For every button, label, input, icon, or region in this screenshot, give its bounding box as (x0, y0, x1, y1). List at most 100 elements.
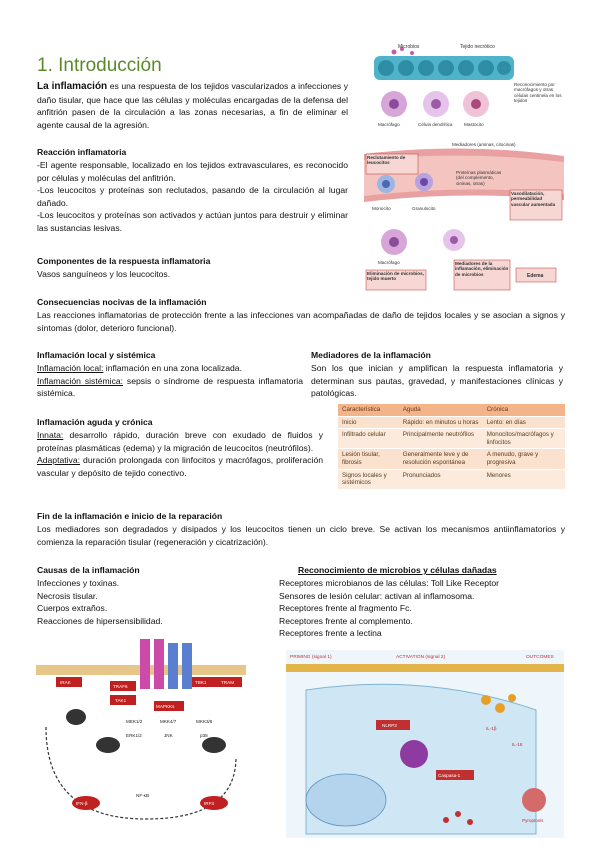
list-item: Receptores microbianos de las células: T… (279, 578, 500, 588)
consecuencias-text: Las reacciones inflamatorias de protecci… (37, 310, 565, 333)
fig-label: Macrófago (378, 122, 400, 127)
list-item: Infecciones y toxinas. (37, 578, 120, 588)
reaccion-line-1: -El agente responsable, localizado en lo… (37, 160, 348, 183)
table-cell: Menores (482, 468, 565, 489)
fig-label: Mediadores (aminas, citocinas) (452, 142, 516, 147)
fig-label: Tejido necrótico (460, 44, 495, 50)
intro-text: es una respuesta de los tejidos vascular… (37, 81, 348, 130)
fig-label: IFN-β (76, 801, 88, 806)
fig-label: MAPKKs (156, 704, 175, 709)
local-label-2: Inflamación sistémica: (37, 375, 124, 386)
table-cell: Inicio (338, 415, 399, 429)
fig-label: Edema (527, 273, 544, 279)
fig-label: Macrófago (378, 260, 400, 265)
fig-label: Microbios (398, 44, 420, 50)
componentes-heading: Componentes de la respuesta inflamatoria (37, 256, 211, 266)
causas-list: Infecciones y toxinas. Necrosis tisular.… (37, 577, 163, 627)
table-cell: Pronunciados (398, 468, 483, 489)
intro-paragraph: La inflamación es una respuesta de los t… (37, 80, 348, 131)
reaccion-body: -El agente responsable, localizado en lo… (37, 159, 348, 235)
table-header: Aguda (398, 404, 483, 417)
comparison-table: Característica Aguda Crónica Inicio Rápi… (338, 404, 565, 489)
aguda-label-1: Innata: (37, 430, 64, 440)
fig-label: TRAF6 (113, 684, 128, 689)
fin-heading: Fin de la inflamación e inicio de la rep… (37, 511, 223, 521)
table-cell: Lento: en días (482, 415, 565, 429)
fig-label: JNK (164, 733, 174, 738)
reconocimiento-list: Receptores microbianos de las células: T… (279, 577, 499, 640)
reaccion-heading: Reacción inflamatoria (37, 147, 127, 157)
fig-label: NF-κB (136, 793, 149, 798)
fig-label: IRF3 (204, 801, 214, 806)
inflammation-overview-svg: Microbios Tejido necrótico Macrófago Cél… (364, 44, 564, 291)
reconocimiento-heading: Reconocimiento de microbios y células da… (298, 565, 497, 575)
aguda-text-1: desarrollo rápido, duración breve con ex… (37, 430, 323, 453)
fig-label: IL-18 (512, 742, 523, 747)
inflammation-overview-figure: Microbios Tejido necrótico Macrófago Cél… (364, 42, 564, 292)
aguda-label-2: Adaptativa: (37, 455, 80, 466)
fig-label: ACTIVATION (signal 2) (396, 654, 446, 660)
fig-label: Vasodilatación, permeabilidad vascular a… (511, 191, 556, 207)
list-item: Receptores frente al fragmento Fc. (279, 603, 412, 614)
table-row: Lesión tisular, fibrosis Generalmente le… (338, 448, 565, 470)
componentes-text: Vasos sanguíneos y los leucocitos. (37, 269, 171, 279)
table-header: Crónica (482, 404, 565, 417)
local-text-2: sepsis o síndrome de respuesta inflamato… (37, 375, 303, 399)
tlr-signaling-figure: IRAK TRAF6 TAK1 MAPKKs TBK1 TRAM MEK1/2 … (36, 637, 246, 829)
local-label-1: Inflamación local: (37, 363, 104, 373)
fig-label: IRAK (60, 680, 72, 685)
fig-label: TBK1 (195, 680, 207, 685)
fig-label: Monocito (372, 206, 391, 211)
intro-bold: La inflamación (37, 81, 108, 92)
table-row: Inicio Rápido: en minutos u horas Lento:… (338, 415, 565, 429)
fig-label: Granulocito (412, 206, 436, 211)
list-item: Necrosis tisular. (37, 590, 98, 601)
local-text-1: inflamación en una zona localizada. (103, 363, 242, 373)
fig-label: Célula dendrítica (418, 122, 453, 127)
table-cell: Signos locales y sistémicos (338, 468, 399, 489)
list-item: Receptores frente a lectina (279, 628, 382, 639)
fig-label: MKK4/7 (160, 719, 177, 724)
fig-label: Mastocito (464, 122, 484, 127)
fig-label: MEK1/2 (126, 719, 143, 724)
fig-label: p38 (200, 733, 208, 738)
table-cell: Monocitos/macrófagos y linfocitos (482, 428, 565, 449)
fig-label: Pyroptosis (522, 818, 544, 823)
aguda-heading: Inflamación aguda y crónica (37, 417, 153, 427)
fin-text: Los mediadores son degradados y disipado… (37, 524, 565, 547)
table-header: Característica (338, 404, 399, 417)
table-row: Infiltrado celular Principalmente neutró… (338, 428, 565, 449)
table-cell: Generalmente leve y de resolución espont… (398, 448, 483, 470)
table-cell: Infiltrado celular (338, 428, 399, 449)
fig-label: Reconocimiento por macrófagos y otras cé… (514, 82, 562, 104)
list-item: Reacciones de hipersensibilidad. (37, 615, 163, 626)
fig-label: Reclutamiento de leucocitos (367, 155, 406, 166)
fig-label: Mediadores de la inflamación, eliminació… (455, 261, 509, 277)
table-cell: A menudo, grave y progresiva (482, 448, 565, 470)
fig-label: Proteínas plasmáticas (del complemento, … (456, 170, 502, 186)
mediadores-text: Son los que inician y amplifican la resp… (311, 363, 563, 399)
inflammasome-svg: PRIMING (signal 1) ACTIVATION (signal 2)… (286, 654, 564, 835)
reaccion-line-2: -Los leucocitos y proteínas son reclutad… (37, 185, 348, 208)
causas-heading: Causas de la inflamación (37, 565, 140, 575)
inflammasome-figure: PRIMING (signal 1) ACTIVATION (signal 2)… (286, 650, 564, 838)
fig-label: TRAM (221, 680, 234, 685)
list-item: Receptores frente al complemento. (279, 615, 413, 626)
table-cell: Principalmente neutrófilos (398, 428, 483, 449)
table-row: Signos locales y sistémicos Pronunciados… (338, 468, 565, 489)
fig-label: OUTCOMES (526, 654, 554, 660)
page-title: 1. Introducción (37, 55, 162, 76)
fig-label: ERK1/2 (126, 733, 142, 738)
fig-label: Eliminación de microbios, tejido muerto (367, 271, 424, 282)
local-body: Inflamación local: inflamación en una zo… (37, 362, 303, 400)
mediadores-heading: Mediadores de la inflamación (311, 350, 431, 360)
aguda-body: Innata: desarrollo rápido, duración brev… (37, 429, 323, 479)
fig-label: IL-1β (486, 726, 497, 731)
reaccion-line-3: -Los leucocitos y proteínas son activado… (37, 210, 348, 233)
consecuencias-heading: Consecuencias nocivas de la inflamación (37, 297, 207, 307)
local-heading: Inflamación local y sistémica (37, 350, 156, 360)
table-cell: Rápido: en minutos u horas (398, 415, 483, 429)
list-item: Sensores de lesión celular: activan al i… (279, 590, 475, 601)
aguda-text-2: duración prolongada con linfocitos y mac… (37, 455, 323, 478)
list-item: Cuerpos extraños. (37, 603, 108, 614)
